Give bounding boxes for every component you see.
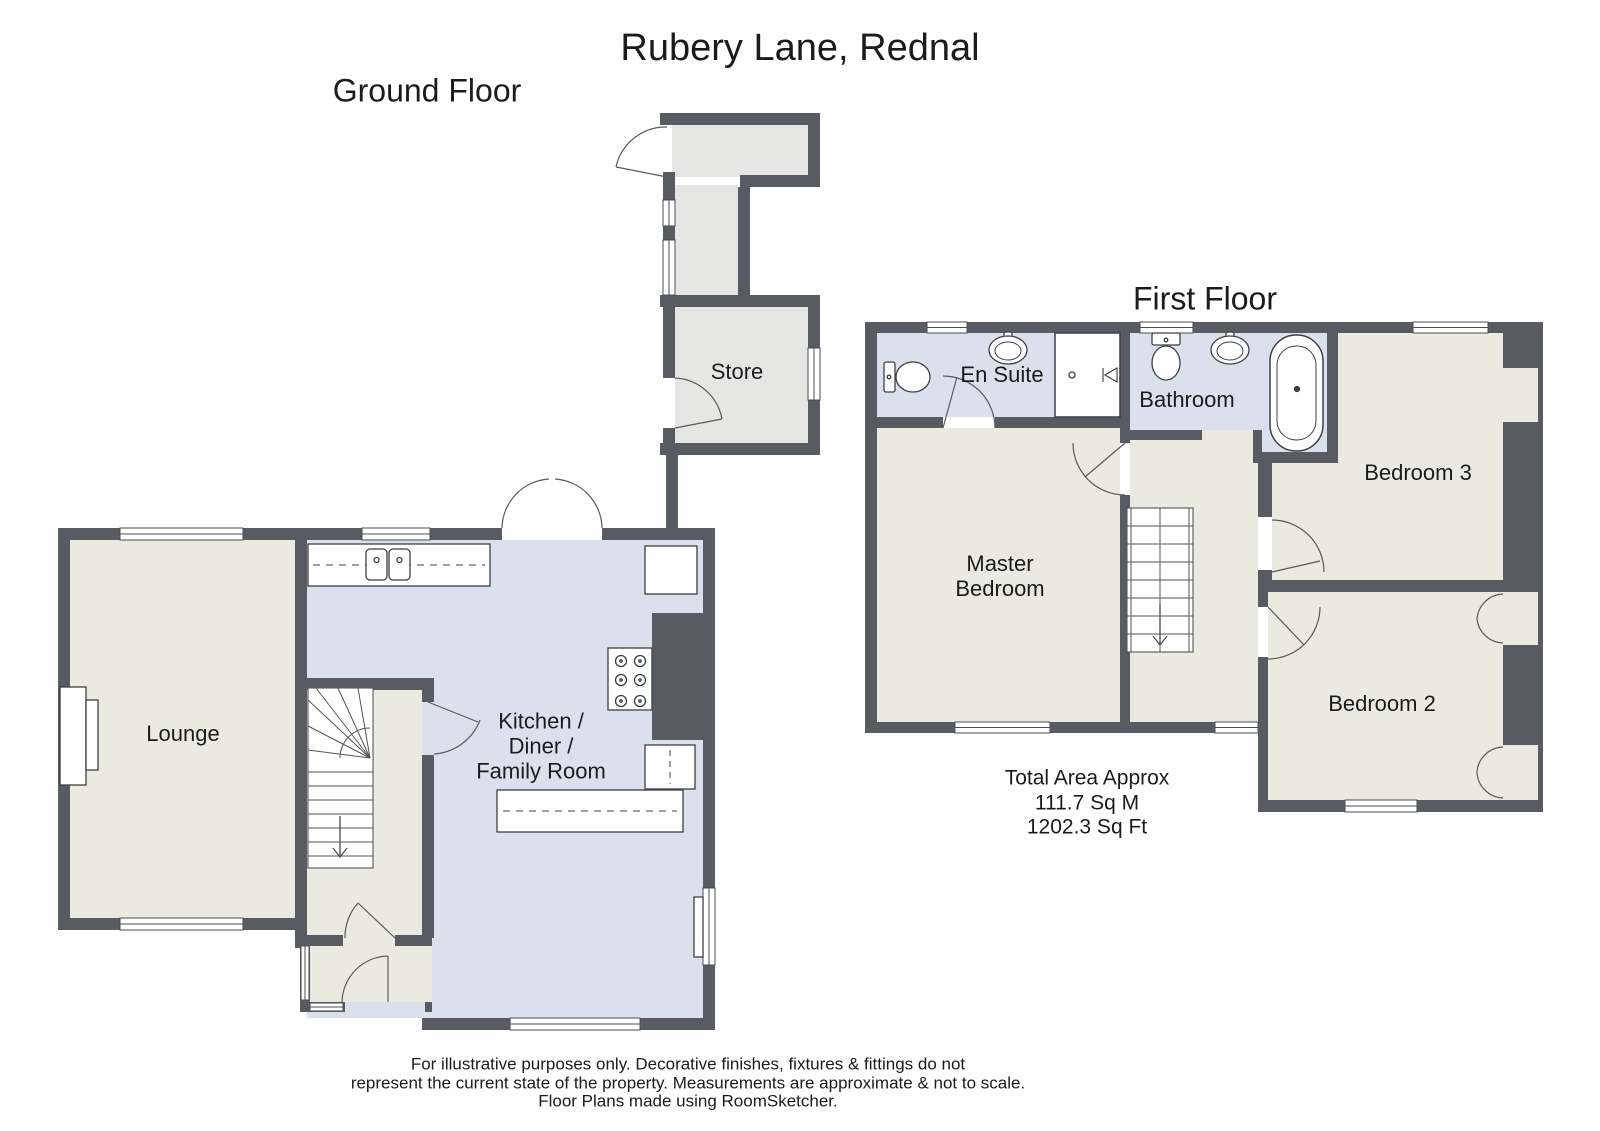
ensuite-label: En Suite — [960, 362, 1044, 388]
master-bedroom-door — [1072, 442, 1126, 496]
ground-floor-plan — [58, 113, 821, 1031]
page-title: Rubery Lane, Rednal — [620, 26, 980, 69]
ensuite-sink — [988, 331, 1028, 365]
bathroom-label: Bathroom — [1139, 387, 1235, 413]
bedroom2-door — [1267, 606, 1321, 660]
first-floor-plan — [865, 321, 1543, 813]
bedroom3-recess — [1503, 368, 1538, 422]
front-door — [341, 955, 389, 1003]
ground-floor-windows — [119, 199, 821, 1031]
kitchen-sink — [365, 548, 388, 581]
bedroom2-closet-top — [1503, 592, 1538, 645]
kitchen-appliance — [644, 545, 698, 595]
radiator — [693, 896, 704, 958]
shower — [1054, 332, 1121, 418]
ground-floor-fixtures — [59, 543, 704, 958]
first-floor-stairs — [1126, 507, 1194, 653]
stairs-down-arrow — [1152, 604, 1168, 647]
ground-floor-stairs — [307, 687, 374, 869]
first-floor-windows — [926, 321, 1489, 813]
ground-floor-doors — [341, 126, 723, 1003]
ensuite-toilet — [883, 361, 931, 393]
first-floor-fixtures — [883, 331, 1324, 452]
bedroom2-label: Bedroom 2 — [1328, 691, 1436, 717]
ensuite-door — [942, 375, 996, 429]
french-doors — [501, 478, 603, 529]
porch-door — [615, 126, 668, 178]
stairs-down-arrow — [332, 816, 348, 859]
ground-floor-areas — [70, 125, 808, 1018]
store-door — [674, 377, 723, 429]
bathroom-toilet — [1151, 332, 1181, 381]
kitchen-hall-door — [427, 701, 481, 755]
bedroom2-floor — [1268, 592, 1503, 800]
first-floor-recesses — [1503, 368, 1538, 800]
disclaimer-text: For illustrative purposes only. Decorati… — [350, 1054, 1026, 1111]
first-floor-title: First Floor — [1133, 280, 1277, 317]
kitchen-island — [496, 789, 684, 833]
lounge-label: Lounge — [146, 721, 220, 747]
total-area-text: Total Area Approx 111.7 Sq M 1202.3 Sq F… — [1004, 766, 1170, 839]
first-floor-areas — [877, 333, 1503, 800]
stove — [607, 647, 653, 711]
porch-floor — [672, 125, 808, 177]
bathroom-sink — [1210, 331, 1250, 365]
hall-inner-door — [344, 902, 396, 939]
first-floor-doors — [942, 375, 1504, 799]
bedroom2-closet-doors — [1476, 593, 1504, 799]
store-label: Store — [710, 359, 764, 385]
bedroom3-floor — [1338, 333, 1503, 580]
store-floor — [675, 305, 808, 445]
entrance-hall-floor — [310, 938, 432, 1002]
bedroom2-closet-bottom — [1503, 745, 1538, 800]
ground-floor-title: Ground Floor — [332, 72, 522, 109]
lounge-floor — [70, 540, 295, 918]
bathtub — [1269, 334, 1324, 452]
kitchen-label: Kitchen / Diner / Family Room — [476, 708, 606, 784]
bedroom3-label: Bedroom 3 — [1364, 460, 1472, 486]
master-bedroom-label: Master Bedroom — [955, 551, 1045, 601]
kitchen-sink — [388, 548, 411, 581]
bedroom3-door — [1271, 519, 1325, 573]
master-bedroom-floor — [877, 428, 1120, 722]
ground-floor-walls — [58, 113, 820, 1030]
corridor-floor — [675, 185, 738, 297]
chimney-breast — [652, 613, 703, 740]
lounge-bay — [59, 686, 87, 786]
